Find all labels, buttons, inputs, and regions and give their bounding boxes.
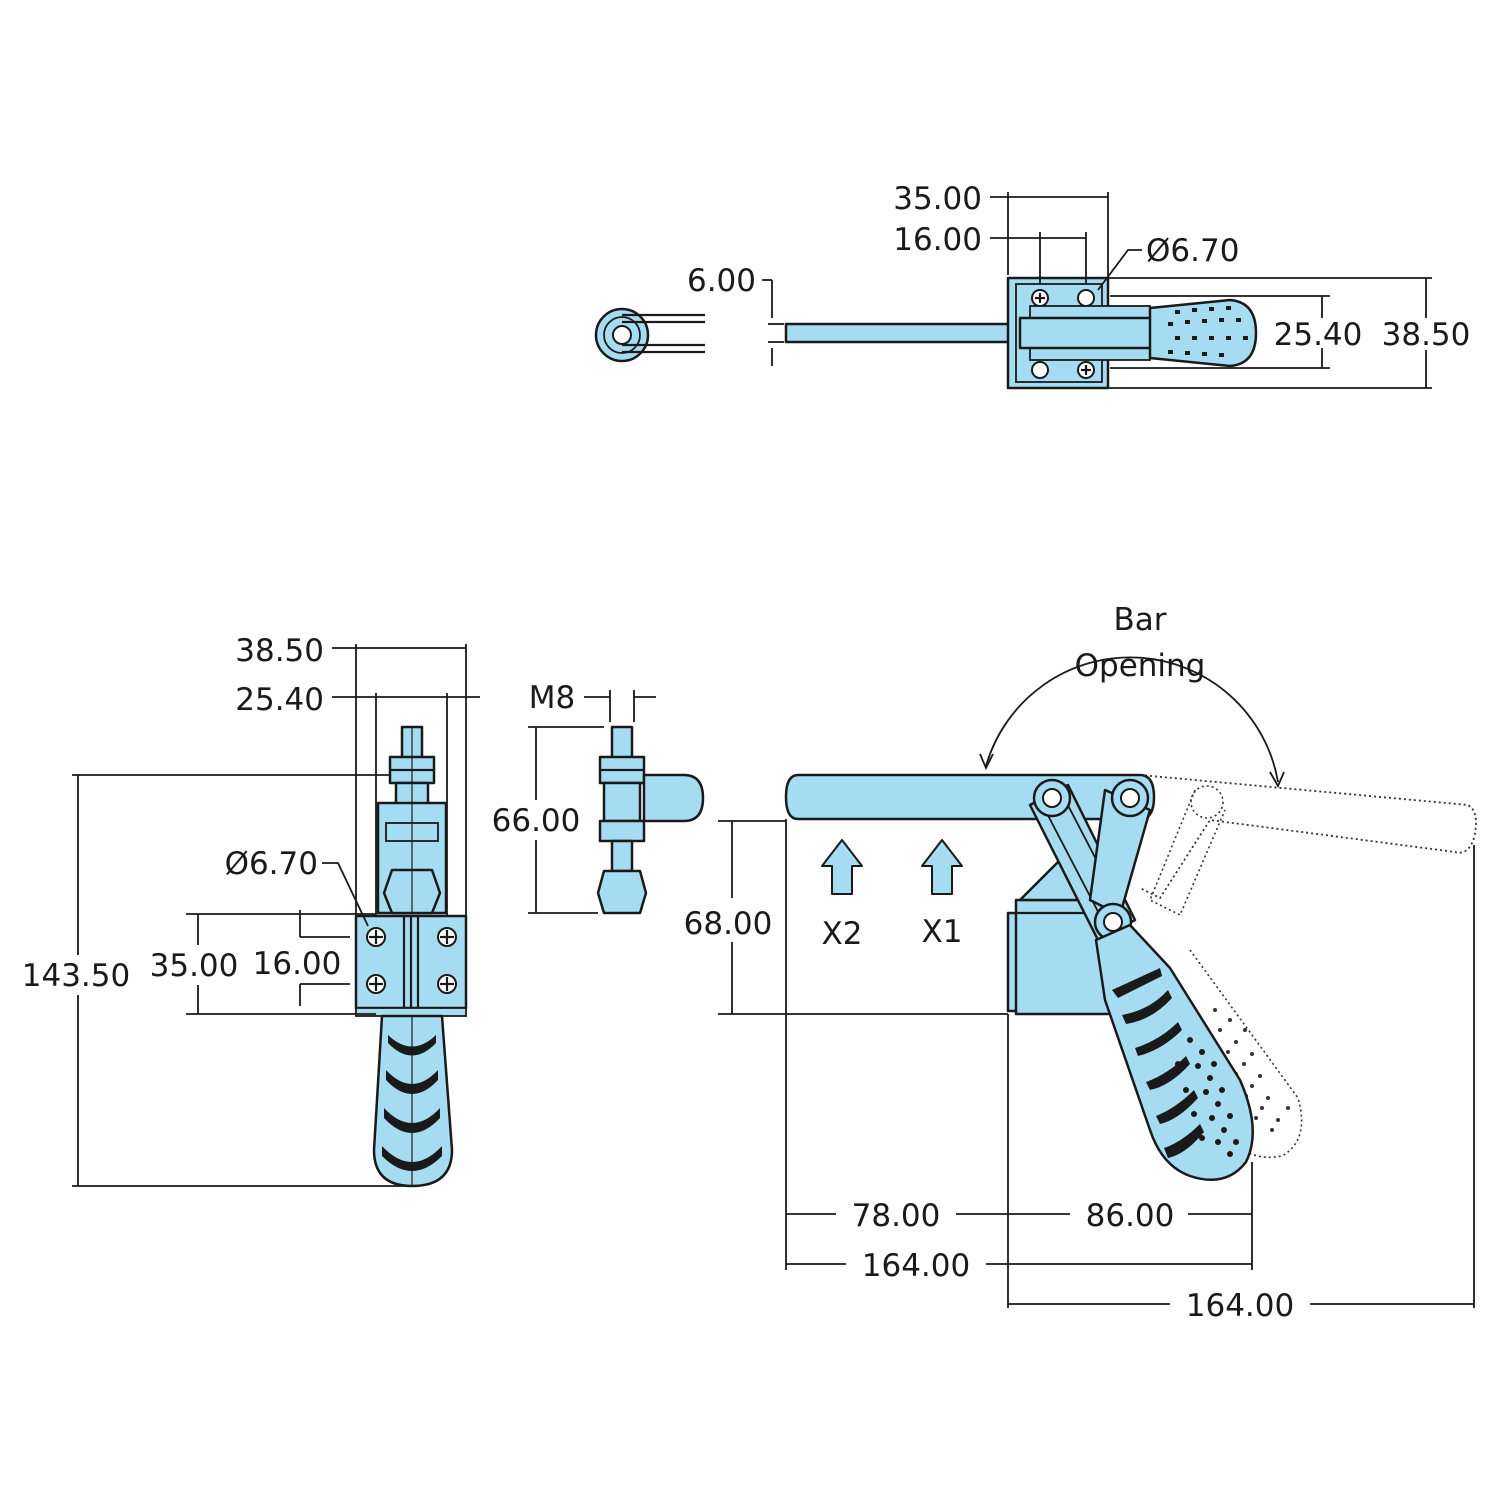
side-dim-164-b: 164.00 bbox=[1186, 1288, 1294, 1324]
side-bar bbox=[784, 773, 1156, 821]
side-dim-68: 68.00 bbox=[684, 906, 773, 942]
top-dimensions bbox=[762, 192, 1432, 389]
top-dim-hole: Ø6.70 bbox=[1146, 233, 1239, 269]
arrow-x1-icon bbox=[921, 839, 963, 895]
side-dim-86: 86.00 bbox=[1086, 1198, 1175, 1234]
top-end-eye bbox=[594, 307, 705, 363]
front-dim-25-40: 25.40 bbox=[235, 682, 324, 718]
bar-opening-arc bbox=[985, 656, 1279, 783]
front-dim-35: 35.00 bbox=[150, 948, 239, 984]
side-handle bbox=[1094, 923, 1254, 1182]
top-handle bbox=[1148, 298, 1258, 368]
top-base-plate bbox=[1006, 276, 1162, 390]
spindle-dimensions bbox=[528, 690, 656, 914]
arrow-x2-icon bbox=[821, 839, 863, 895]
bar-opening-label-line2: Opening bbox=[1075, 648, 1206, 684]
top-view: 35.00 16.00 Ø6.70 6.00 25.40 38.50 bbox=[594, 181, 1471, 390]
front-base-plate bbox=[354, 914, 468, 1017]
top-dim-6: 6.00 bbox=[687, 263, 756, 299]
spindle-dim-m8: M8 bbox=[529, 680, 575, 716]
front-dim-38-50: 38.50 bbox=[235, 633, 324, 669]
arrow-x2-label: X2 bbox=[822, 916, 863, 952]
top-dim-38-50: 38.50 bbox=[1382, 317, 1471, 353]
side-dimensions bbox=[718, 819, 1475, 1308]
top-dim-16: 16.00 bbox=[893, 222, 982, 258]
front-handle bbox=[372, 1014, 454, 1188]
side-dim-164-a: 164.00 bbox=[862, 1248, 970, 1284]
spindle-dim-66: 66.00 bbox=[492, 803, 581, 839]
top-dim-25-40: 25.40 bbox=[1274, 317, 1363, 353]
front-dim-143-50: 143.50 bbox=[22, 958, 130, 994]
front-view: 38.50 25.40 Ø6.70 35.00 16.00 143.50 bbox=[22, 633, 480, 1188]
bar-opening-label-line1: Bar bbox=[1113, 602, 1166, 638]
side-links bbox=[1028, 778, 1152, 942]
side-view: Bar Opening 68.00 X2 X1 78.00 86.00 164.… bbox=[684, 602, 1477, 1324]
front-dim-16: 16.00 bbox=[253, 946, 342, 982]
spindle-view: M8 66.00 bbox=[492, 680, 705, 915]
front-dimensions bbox=[72, 644, 480, 1187]
front-spindle bbox=[376, 725, 448, 915]
front-dim-hole: Ø6.70 bbox=[225, 846, 318, 882]
arrow-x1-label: X1 bbox=[922, 914, 963, 950]
top-dim-35: 35.00 bbox=[893, 181, 982, 217]
side-dim-78: 78.00 bbox=[852, 1198, 941, 1234]
